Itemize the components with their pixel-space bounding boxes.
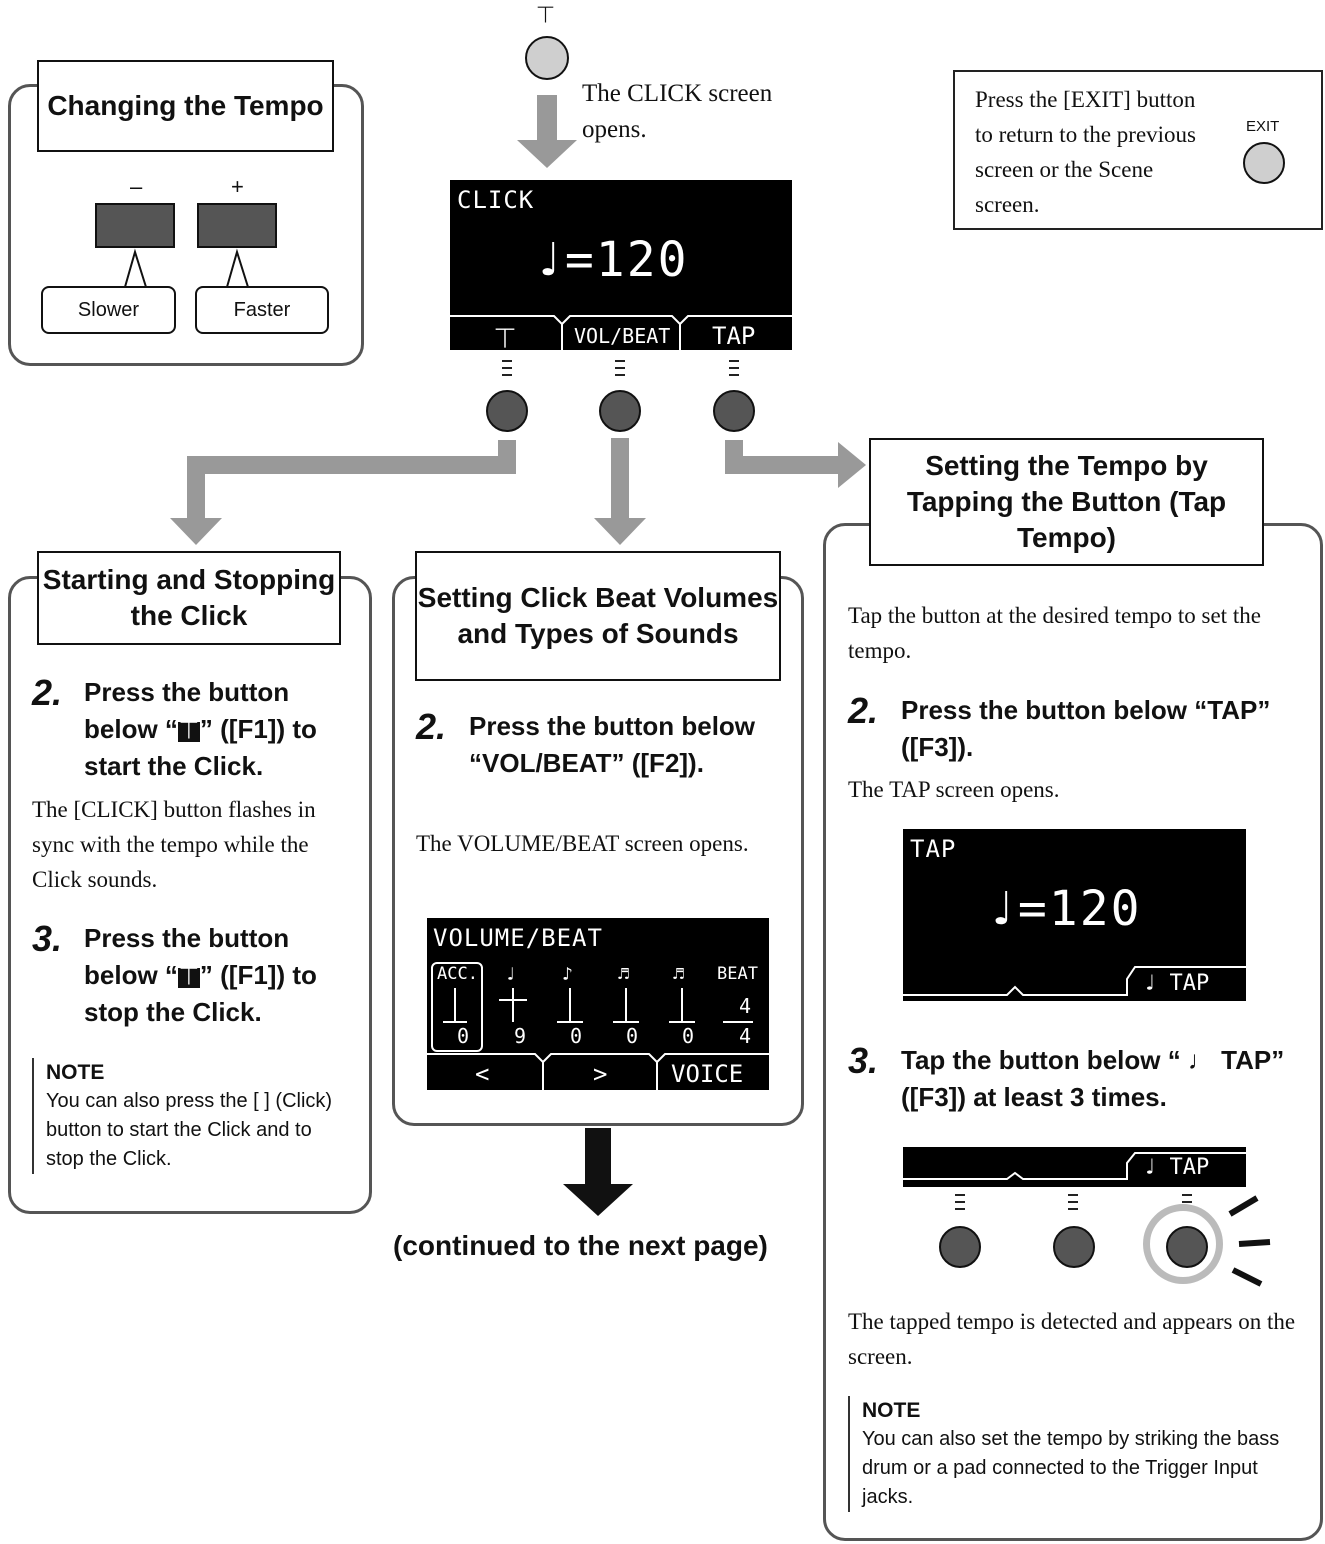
- nav-next: >: [593, 1060, 608, 1088]
- tap-step2-number: 2.: [848, 690, 879, 731]
- tap-title: Setting the Tempo by Tapping the Button …: [869, 438, 1264, 566]
- tap-note-title: NOTE: [862, 1399, 921, 1422]
- col-head-quarter: ♩: [505, 964, 516, 985]
- tempo-title: Changing the Tempo: [37, 60, 334, 152]
- start-step2-part-a: Press the button below “: [84, 677, 290, 744]
- col-value-eighth: 0: [570, 1024, 583, 1048]
- click-screen-opens-text: The CLICK screen opens.: [582, 80, 773, 143]
- f3-button[interactable]: [713, 390, 755, 432]
- exit-note-text: Press the [EXIT] button to return to the…: [975, 87, 1197, 217]
- plus-sign: +: [231, 174, 244, 199]
- tempo-minus-button[interactable]: [95, 203, 175, 248]
- beat-title: Setting Click Beat Volumes and Types of …: [415, 551, 781, 681]
- f1-indicator: [502, 360, 512, 380]
- tap-screen-title: TAP: [910, 835, 957, 863]
- exit-button[interactable]: [1243, 142, 1285, 184]
- f2-indicator: [615, 360, 625, 380]
- click-button[interactable]: [525, 36, 569, 80]
- volume-faders: [427, 988, 769, 1090]
- tap-screen-tabs: [903, 966, 1246, 996]
- tap-note-text: You can also set the tempo by striking t…: [862, 1428, 1280, 1508]
- click-on-icon: ⏉: [177, 722, 200, 742]
- col-head-beat: BEAT: [717, 964, 758, 984]
- stop-step3-number: 3.: [32, 918, 63, 959]
- tap-frame: [823, 523, 1323, 1541]
- tap-step3-text: Tap the button below “ ♩ TAP” ([F3]) at …: [901, 1045, 1285, 1112]
- tab-voice: VOICE: [671, 1060, 744, 1088]
- tap-step3-number: 3.: [848, 1040, 879, 1081]
- stop-step3-text: Press the button below “⏉” ([F1]) to sto…: [84, 920, 354, 1031]
- start-step2-number: 2.: [32, 672, 63, 713]
- tap-para2: The TAP screen opens.: [848, 777, 1060, 802]
- col-head-triplet: ♬: [618, 964, 629, 985]
- start-stop-note: NOTE You can also press the [ ] (Click) …: [32, 1058, 351, 1174]
- f3-indicator: [729, 360, 739, 380]
- tap-flash-marks: [1228, 1195, 1271, 1287]
- start-stop-note-title: NOTE: [46, 1061, 105, 1084]
- click-screen-title: CLICK: [457, 186, 535, 214]
- volume-beat-title: VOLUME/BEAT: [433, 924, 603, 952]
- nav-prev: <: [475, 1060, 490, 1088]
- tap-para3: The tapped tempo is detected and appears…: [848, 1309, 1296, 1369]
- start-step2-part-b: ” ([F1]) to start the Click.: [84, 714, 317, 781]
- exit-label: EXIT: [1246, 118, 1280, 135]
- tempo-label-pointers: [124, 248, 249, 288]
- slower-label: Slower: [41, 286, 176, 334]
- tap-strip-label: ♩ TAP: [1143, 1155, 1210, 1180]
- beat-step2-text: Press the button below “VOL/BEAT” ([F2])…: [469, 711, 756, 778]
- minus-sign: –: [130, 174, 143, 199]
- metronome-icon: ⏉: [538, 6, 554, 24]
- tap-f2-button[interactable]: [1053, 1226, 1095, 1268]
- click-screen: CLICK ♩=120 ⏉ VOL/BEAT TAP: [450, 180, 792, 350]
- tap-highlight-ring: [1143, 1204, 1223, 1284]
- tap-note: NOTE You can also set the tempo by strik…: [848, 1396, 1292, 1512]
- tap-screen-tap-label: ♩ TAP: [1143, 971, 1210, 996]
- tap-f3-button[interactable]: [1166, 1226, 1208, 1268]
- tap-f2-indicator: [1068, 1194, 1078, 1214]
- tap-screen: TAP ♩=120 ♩ TAP: [903, 829, 1246, 1001]
- start-stop-frame: [8, 576, 372, 1214]
- col-value-triplet: 0: [626, 1024, 639, 1048]
- tap-screen-tempo: ♩=120: [987, 881, 1142, 937]
- tap-strip-tabs: [903, 1152, 1246, 1180]
- exit-note-box: Press the [EXIT] button to return to the…: [953, 70, 1323, 230]
- click-off-icon: ⏉: [177, 968, 200, 988]
- click-screen-tempo: ♩=120: [534, 232, 689, 288]
- tap-bar-strip: ♩ TAP: [903, 1147, 1246, 1187]
- beat-step2-number: 2.: [416, 706, 447, 747]
- beat-denominator: 4: [739, 1024, 752, 1048]
- tab-vol-beat: VOL/BEAT: [574, 324, 671, 348]
- col-value-sixteenth: 0: [682, 1024, 695, 1048]
- beat-numerator: 4: [739, 994, 752, 1018]
- col-head-eighth: ♪: [562, 964, 573, 985]
- continued-text: (continued to the next page): [393, 1230, 768, 1261]
- tab-tap: TAP: [712, 322, 756, 350]
- stop-step3-part-b: ” ([F1]) to stop the Click.: [84, 960, 317, 1027]
- click-toggle-icon: ⏉: [496, 329, 514, 350]
- start-stop-note-text: You can also press the [ ] (Click) butto…: [46, 1090, 333, 1170]
- f2-button[interactable]: [599, 390, 641, 432]
- col-head-acc: ACC.: [437, 964, 478, 984]
- f1-button[interactable]: [486, 390, 528, 432]
- click-screen-tabs: [450, 315, 792, 350]
- col-value-quarter: 9: [514, 1024, 527, 1048]
- col-value-acc: 0: [457, 1024, 470, 1048]
- tap-step2-text: Press the button below “TAP” ([F3]).: [901, 695, 1271, 762]
- tap-f1-indicator: [955, 1194, 965, 1214]
- stop-step3-part-a: Press the button below “: [84, 923, 290, 990]
- tap-para1: Tap the button at the desired tempo to s…: [848, 603, 1261, 663]
- tempo-plus-button[interactable]: [197, 203, 277, 248]
- start-step2-text: Press the button below “⏉” ([F1]) to sta…: [84, 674, 354, 785]
- faster-label: Faster: [195, 286, 329, 334]
- volume-beat-screen: VOLUME/BEAT ACC. ♩ ♪ ♬ ♬ BEAT 0 9 0 0 0 …: [427, 918, 769, 1090]
- acc-column: [431, 962, 483, 1052]
- start-stop-title: Starting and Stopping the Click: [37, 551, 341, 645]
- tap-f1-button[interactable]: [939, 1226, 981, 1268]
- start-para1: The [CLICK] button flashes in sync with …: [32, 797, 316, 892]
- col-head-sixteenth: ♬: [673, 964, 684, 985]
- beat-para1: The VOLUME/BEAT screen opens.: [416, 831, 749, 856]
